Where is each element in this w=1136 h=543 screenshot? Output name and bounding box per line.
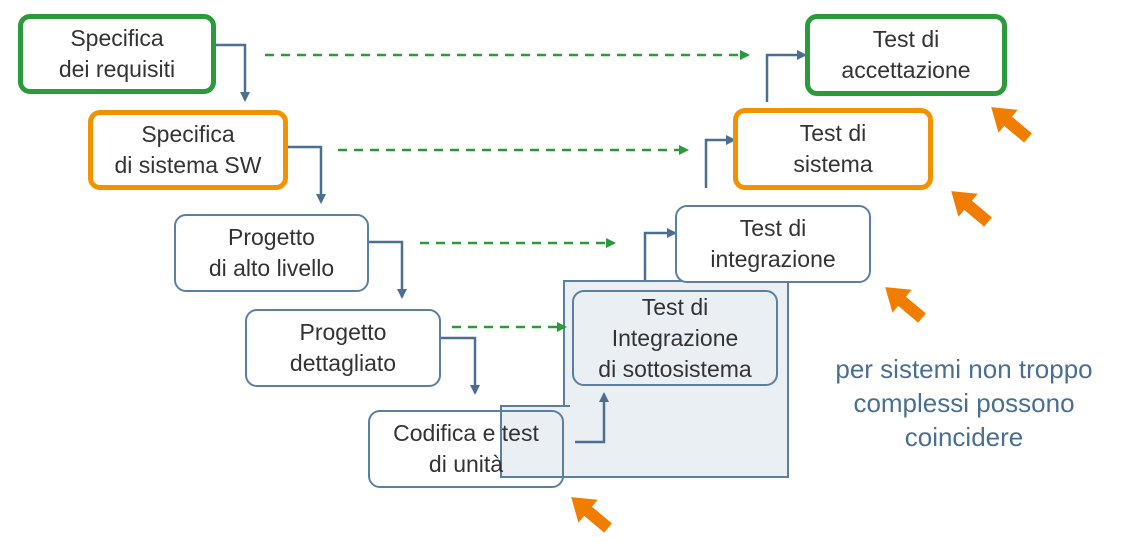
pointer-arrow-acceptance bbox=[991, 107, 1032, 143]
flow-arrow-highlevel-to-detailed bbox=[368, 240, 407, 299]
flow-arrow-subsystem-to-integration bbox=[643, 228, 677, 280]
flow-arrow-req-to-system bbox=[215, 43, 250, 102]
pointer-arrow-system bbox=[951, 191, 992, 227]
coincide-note: per sistemi non troppo complessi possono… bbox=[835, 354, 1093, 452]
pointer-arrow-coding bbox=[571, 497, 612, 533]
pointer-arrow-integration bbox=[885, 287, 926, 323]
flow-arrow-detailed-to-coding bbox=[440, 336, 480, 395]
flow-arrow-integration-to-system bbox=[704, 135, 736, 188]
flow-arrow-coding-to-subsystem bbox=[575, 392, 609, 444]
flow-arrow-system-to-highlevel bbox=[288, 145, 326, 204]
flow-arrow-system-to-acceptance bbox=[765, 50, 807, 102]
